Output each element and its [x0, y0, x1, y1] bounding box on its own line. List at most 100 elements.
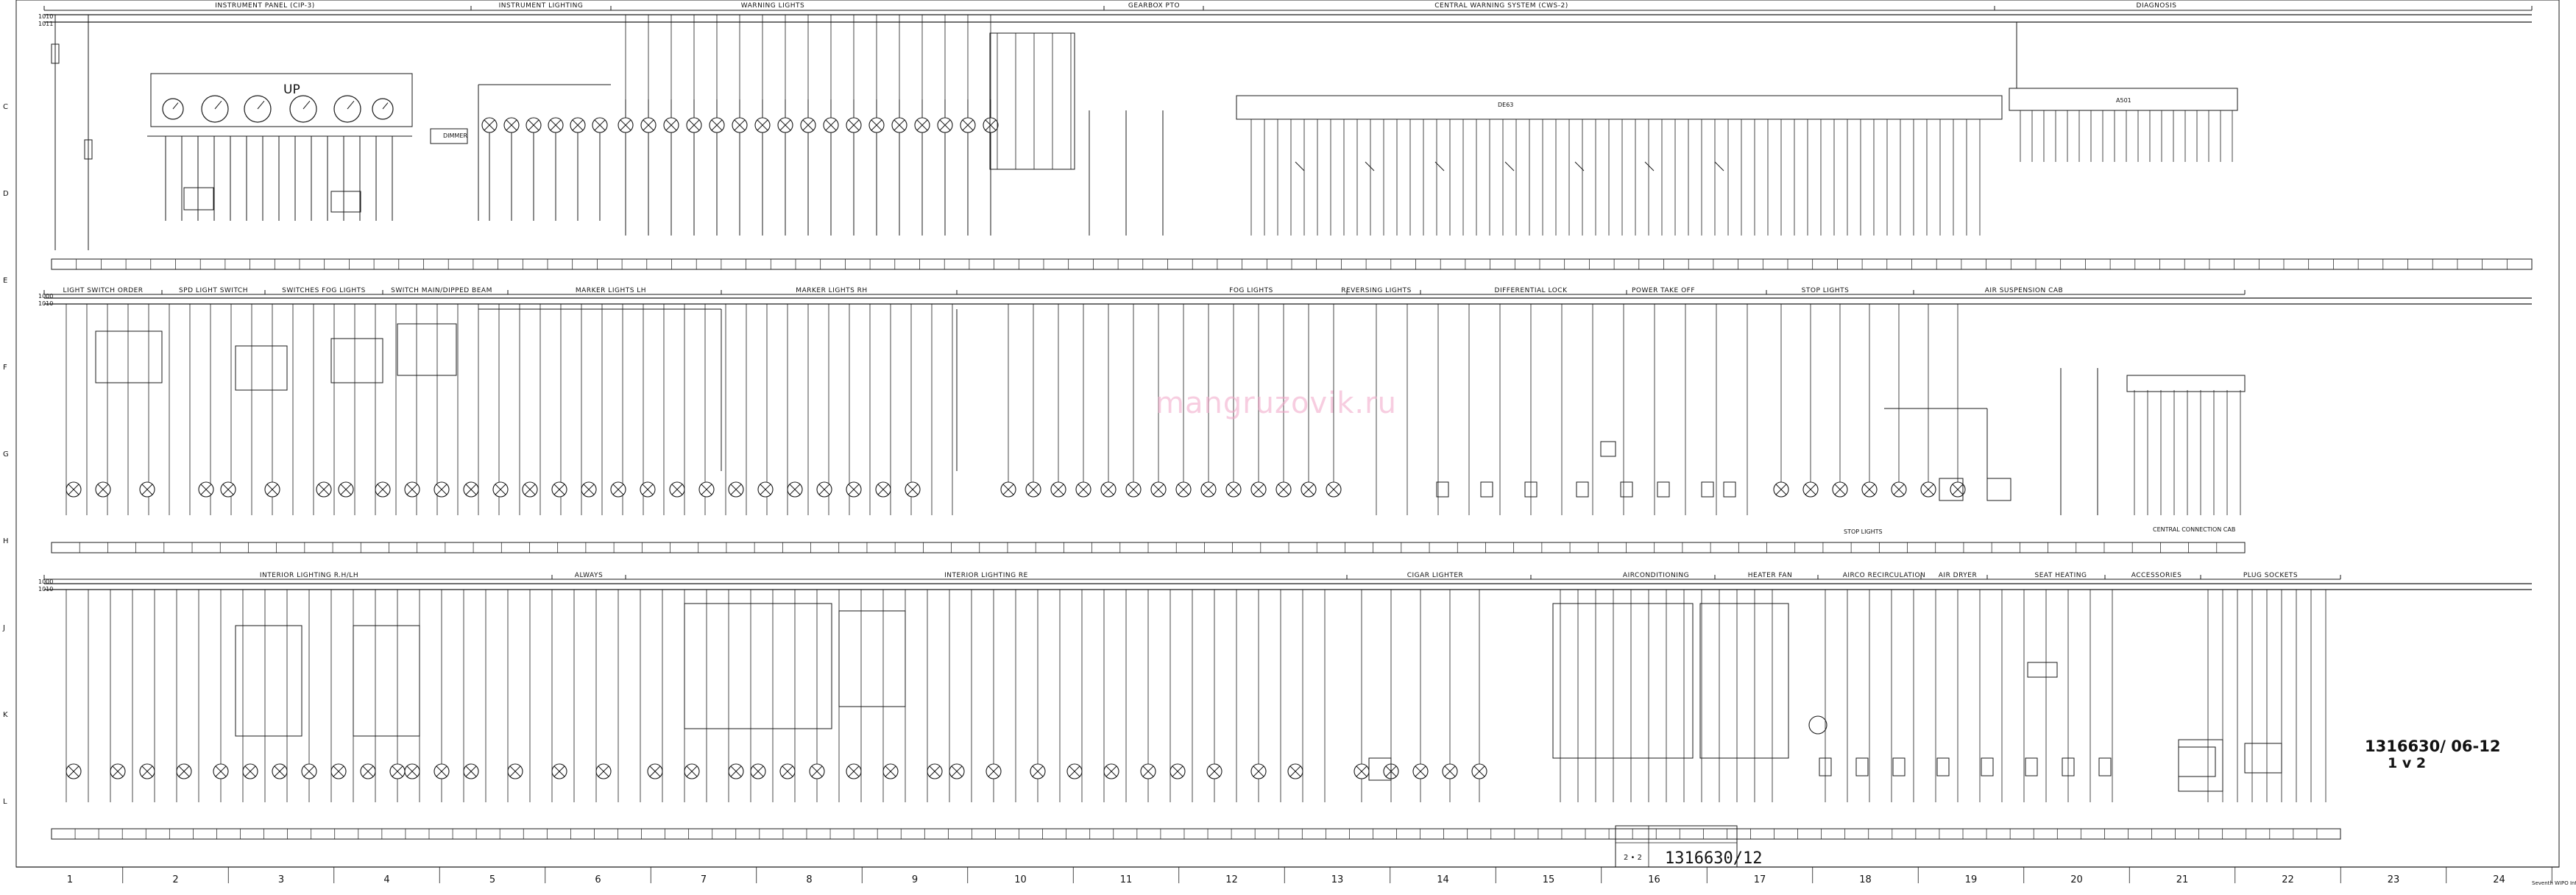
relay-coil — [1576, 481, 1589, 498]
lamp-cross — [848, 484, 860, 495]
lamp-cross — [760, 484, 771, 495]
lamp-cross — [572, 119, 584, 131]
section-header: AIRCO RECIRCULATION — [1842, 572, 1926, 579]
title-block-number: 1316630/12 — [1665, 849, 1763, 868]
lamp-cross — [266, 484, 278, 495]
lamp-cross — [818, 484, 830, 495]
lamp-cross — [939, 119, 951, 131]
lamp-cross — [871, 119, 882, 131]
cigar-lighter — [1368, 757, 1392, 781]
relay-coil — [1936, 757, 1950, 777]
lamp-cross — [1069, 765, 1080, 777]
lamp-cross — [1032, 765, 1044, 777]
relay-coil — [1480, 481, 1493, 498]
row-letter: L — [3, 798, 7, 806]
lamp-cross — [465, 765, 477, 777]
lamp-cross — [811, 765, 823, 777]
lamp-cross — [1289, 765, 1301, 777]
wire — [1365, 161, 1375, 171]
column-number: 23 — [2387, 874, 2400, 885]
switch-box — [235, 345, 288, 391]
pto-box — [989, 32, 1075, 170]
lamp-cross — [1253, 765, 1264, 777]
section-header: CENTRAL WARNING SYSTEM (CWS-2) — [1434, 2, 1568, 10]
section-header: FOG LIGHTS — [1229, 287, 1273, 294]
bus-label: 1011 — [38, 21, 54, 27]
lamp-cross — [509, 765, 521, 777]
section-header: AIRCONDITIONING — [1622, 572, 1690, 579]
instrument-panel-box — [150, 73, 413, 127]
number-strip — [51, 828, 2341, 840]
column-number: 22 — [2282, 874, 2294, 885]
relay-coil — [1981, 757, 1994, 777]
lamp-cross — [620, 119, 631, 131]
wire — [1295, 161, 1305, 171]
relay-coil — [1600, 441, 1616, 457]
section-header: POWER TAKE OFF — [1631, 287, 1696, 294]
lamp-cross — [303, 765, 315, 777]
lamp-cross — [495, 484, 506, 495]
lamp-cross — [730, 484, 742, 495]
drawing-number: 1316630/ 06-12 — [2365, 737, 2501, 755]
lamp-cross — [730, 765, 742, 777]
cws-label: DE63 — [1498, 102, 1514, 108]
relay-coil — [1892, 757, 1906, 777]
column-number: 20 — [2070, 874, 2083, 885]
row-letter: E — [3, 277, 8, 285]
diagnosis-connector — [2009, 88, 2238, 111]
airco-box — [1552, 603, 1694, 759]
lamp-cross — [985, 119, 997, 131]
lamp-cross — [1864, 484, 1875, 495]
cws-module — [1236, 95, 2003, 120]
title-block — [1615, 825, 1738, 868]
wire — [1644, 161, 1655, 171]
relay-coil — [2098, 757, 2112, 777]
section-header: INTERIOR LIGHTING R.H/LH — [259, 572, 359, 579]
section-header: DIAGNOSIS — [2136, 2, 2177, 10]
relay-coil — [1620, 481, 1633, 498]
column-number: 21 — [2176, 874, 2189, 885]
lamp-cross — [1209, 765, 1220, 777]
section-header: ALWAYS — [574, 572, 604, 579]
gauge-needle — [382, 102, 389, 110]
lamp-cross — [1052, 484, 1064, 495]
section-header: DIFFERENTIAL LOCK — [1494, 287, 1568, 294]
lamp-cross — [877, 484, 889, 495]
dimmer-box — [430, 128, 468, 144]
relay-coil — [2062, 757, 2075, 777]
switch-box — [330, 338, 383, 383]
wire — [1574, 161, 1585, 171]
lamp-cross — [701, 484, 712, 495]
lamp-cross — [734, 119, 746, 131]
section-header: SWITCH MAIN/DIPPED BEAM — [391, 287, 492, 294]
instrument-panel-label: UP — [283, 82, 300, 97]
bus-label: 1000 — [38, 293, 54, 300]
plug-socket — [2178, 746, 2216, 777]
lamp-cross — [1805, 484, 1816, 495]
lamp-cross — [274, 765, 286, 777]
column-number: 3 — [277, 874, 285, 885]
gauge-needle — [172, 102, 179, 110]
column-number: 11 — [1119, 874, 1133, 885]
lamp-cross — [97, 484, 109, 495]
bus-label: 1000 — [38, 579, 54, 585]
lamp-cross — [789, 484, 801, 495]
column-number: 24 — [2493, 874, 2505, 885]
lamp-cross — [711, 119, 723, 131]
section-header: STOP LIGHTS — [1801, 287, 1850, 294]
row-letter: K — [3, 711, 8, 719]
lamp-cross — [916, 119, 928, 131]
lamp-cross — [1103, 484, 1114, 495]
section-header: ACCESSORIES — [2131, 572, 2182, 579]
lamp-cross — [362, 765, 374, 777]
lamp-cross — [1834, 484, 1846, 495]
lamp-cross — [612, 484, 624, 495]
lamp-cross — [340, 484, 352, 495]
lamp-cross — [848, 765, 860, 777]
row-letter: F — [3, 364, 7, 372]
lamp-cross — [550, 119, 562, 131]
column-number: 1 — [66, 874, 74, 885]
valve-box — [1986, 478, 2011, 501]
lamp-cross — [1203, 484, 1214, 495]
column-number: 8 — [806, 874, 813, 885]
